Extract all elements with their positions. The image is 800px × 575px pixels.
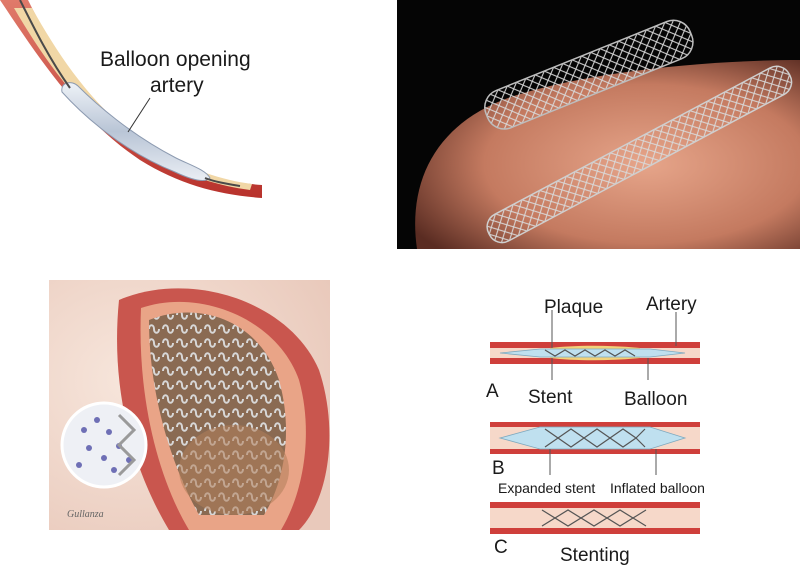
balloon — [61, 82, 211, 181]
artery-label: Artery — [646, 294, 697, 315]
magnified-stent-strut — [116, 413, 137, 477]
stenting-diagram-panel: Plaque Artery A Stent Balloon B Expanded… — [480, 290, 800, 575]
step-b-artery — [490, 422, 700, 475]
stent-lower — [486, 65, 793, 244]
step-b-stent — [544, 428, 646, 448]
stent-on-fingertip-photo — [397, 0, 800, 249]
balloon-label-line2: artery — [150, 74, 204, 97]
guide-wire — [19, 0, 71, 89]
guide-wire-tip — [204, 177, 241, 187]
balloon-artery-illustration — [0, 0, 262, 198]
step-a-stent — [544, 349, 636, 357]
step-b-letter: B — [492, 458, 505, 479]
plaque-label: Plaque — [544, 297, 604, 318]
stent-photo-panel — [397, 0, 800, 249]
balloon-label: Balloon — [624, 389, 688, 410]
step-c-letter: C — [494, 537, 508, 558]
step-b-balloon — [498, 426, 687, 450]
step-c-artery — [490, 502, 700, 534]
stent-label: Stent — [528, 387, 573, 408]
plaque-layer — [14, 8, 252, 190]
stent-opening — [179, 425, 289, 515]
inflated-balloon-label: Inflated balloon — [610, 480, 705, 496]
artist-signature: Gullanza — [67, 509, 104, 520]
stenting-steps-diagram — [490, 310, 700, 534]
stent-upper — [484, 19, 694, 130]
step-a-artery — [490, 310, 700, 380]
artery-stent-illustration-panel: Gullanza — [49, 280, 330, 530]
step-a-letter: A — [486, 381, 499, 402]
label-leader-line — [127, 97, 151, 133]
step-c-stent — [541, 509, 647, 527]
stenting-label: Stenting — [560, 545, 630, 566]
magnified-detail — [60, 401, 148, 489]
balloon-artery-panel: Balloon opening artery — [0, 0, 262, 200]
balloon-label-line1: Balloon opening — [100, 48, 251, 71]
expanded-stent-label: Expanded stent — [498, 480, 596, 496]
artery-stent-illustration — [49, 280, 330, 530]
step-a-balloon — [499, 348, 686, 358]
